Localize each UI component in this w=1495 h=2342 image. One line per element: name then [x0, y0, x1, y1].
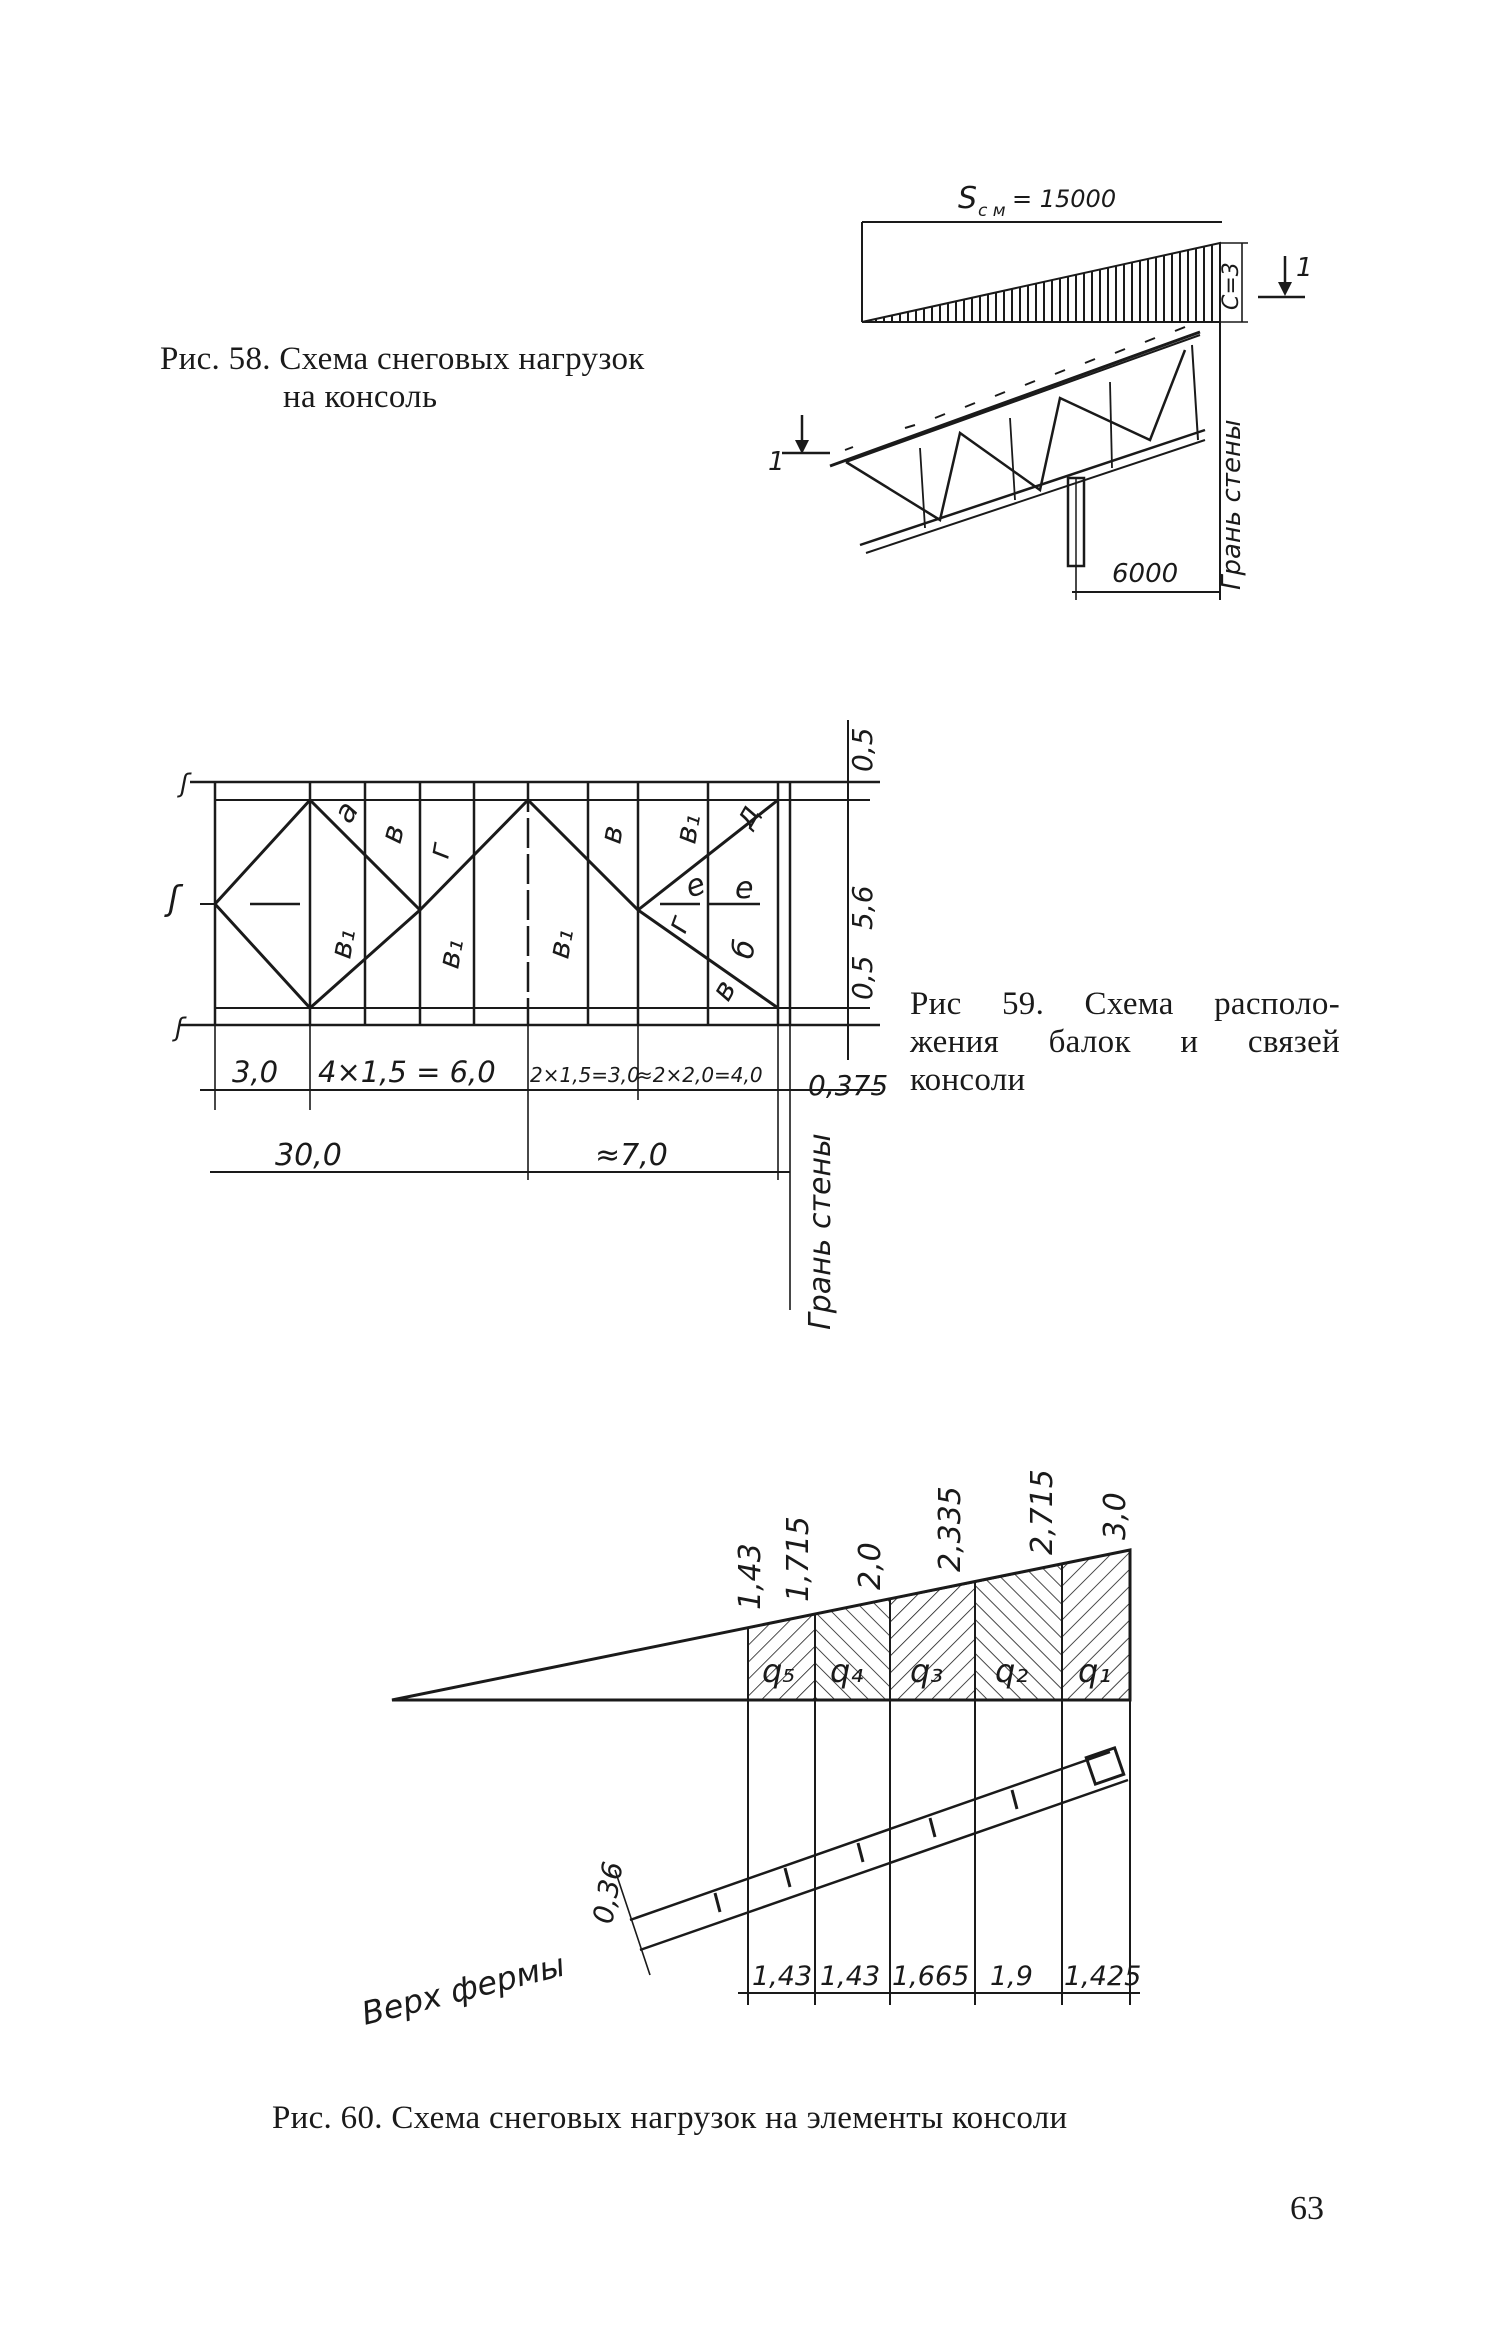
- fig60-diagram: q₅ q₄ q₃ q₂ q₁ 1,43 1,715 2,0 2,335 2,71…: [358, 1469, 1142, 2033]
- fig60-top-value: 2,715: [1025, 1469, 1060, 1555]
- page-number: 63: [1290, 2190, 1324, 2227]
- fig59-letter: в₁: [323, 926, 363, 961]
- fig59-dim-right: 0,5: [846, 955, 879, 1000]
- fig60-bottom-dim: 1,665: [892, 1961, 969, 1992]
- fig58-caption-line1: Рис. 58. Схема снеговых нагрузок: [160, 341, 645, 377]
- fig59-letter: в: [374, 821, 412, 847]
- fig59-letter: е: [735, 871, 753, 906]
- fig58-load-value: = 15000: [1012, 185, 1116, 213]
- fig59-dim-bottom: 0,375: [808, 1069, 888, 1102]
- fig60-zone-label: q₃: [910, 1652, 943, 1690]
- fig59-letter: г: [660, 911, 698, 938]
- fig58-caption-line2: на консоль: [283, 379, 438, 415]
- fig59-break-mark: ʃ: [177, 769, 192, 799]
- fig60-top-value: 2,335: [933, 1486, 968, 1572]
- fig60-top-value: 2,0: [853, 1542, 888, 1590]
- fig60-bottom-dim: 1,425: [1064, 1961, 1141, 1992]
- fig58-section-mark-right: 1: [1296, 253, 1313, 283]
- fig58-load-subscript: с м: [978, 201, 1006, 221]
- fig59-diagram: ʃ ʃ ʃ а в в₁ г в₁ в: [164, 720, 888, 1330]
- fig60-bottom-dim: 1,9: [990, 1961, 1033, 1992]
- fig59-letter: в₁: [541, 926, 581, 961]
- fig59-caption-line3: консоли: [910, 1062, 1026, 1098]
- fig60-caption: Рис. 60. Схема снеговых нагрузок на элем…: [272, 2100, 1068, 2136]
- fig59-letter: г: [421, 840, 458, 862]
- fig58-diagram: S с м = 15000 C=3 1 1: [768, 181, 1313, 600]
- fig60-truss-top-label: Верх фермы: [358, 1946, 569, 2033]
- fig59-break-mark: ʃ: [172, 1013, 187, 1043]
- fig58-c-label: C=3: [1219, 262, 1244, 310]
- fig59-dim-right: 5,6: [846, 885, 879, 930]
- fig59-letter: б: [725, 937, 763, 961]
- fig59-dim-total: ≈7,0: [595, 1138, 668, 1173]
- fig60-zone-label: q₂: [995, 1652, 1028, 1690]
- fig60-zone-label: q₅: [762, 1652, 795, 1690]
- fig59-letter: е: [681, 866, 710, 905]
- fig60-bottom-dim: 1,43: [820, 1961, 880, 1992]
- fig59-dim-right: 0,5: [846, 727, 879, 772]
- fig60-zone-label: q₁: [1078, 1652, 1111, 1690]
- fig59-letter: в: [593, 823, 631, 846]
- fig59-caption-line1: Рис 59. Схема располо-: [910, 986, 1340, 1022]
- fig59-letter: в₁: [668, 811, 708, 846]
- fig59-dim-bottom: 2×1,5=3,0: [530, 1063, 640, 1087]
- fig59-dim-bottom: 4×1,5 = 6,0: [318, 1055, 496, 1089]
- fig59-dim-total: 30,0: [275, 1138, 342, 1173]
- fig60-bottom-dim: 1,43: [752, 1961, 812, 1992]
- fig58-load-symbol: S: [958, 181, 977, 216]
- fig58-wall-label: Грань стены: [1217, 420, 1247, 590]
- fig60-top-value: 1,43: [733, 1543, 768, 1610]
- fig59-wall-label: Грань стены: [803, 1133, 838, 1330]
- fig58-caption: Рис. 58. Схема снеговых нагрузок на конс…: [160, 340, 645, 416]
- fig60-zone-label: q₄: [830, 1652, 863, 1690]
- fig60-top-value: 3,0: [1098, 1492, 1133, 1540]
- fig59-break-mark: ʃ: [164, 879, 184, 919]
- fig59-dim-bottom: ≈2×2,0=4,0: [636, 1063, 763, 1087]
- fig59-caption-line2: жения балок и связей: [910, 1024, 1340, 1060]
- fig59-dim-bottom: 3,0: [232, 1055, 278, 1089]
- fig60-left-dim: 0,36: [586, 1859, 629, 1926]
- fig59-caption: Рис 59. Схема располо- жения балок и свя…: [910, 985, 1340, 1099]
- fig60-top-value: 1,715: [781, 1516, 816, 1602]
- fig58-load-wedge: [861, 241, 1221, 323]
- fig59-letter: в₁: [431, 936, 471, 971]
- fig58-dim-6000: 6000: [1112, 559, 1178, 589]
- fig58-section-mark-left: 1: [768, 447, 785, 477]
- fig59-letter: д: [726, 799, 767, 835]
